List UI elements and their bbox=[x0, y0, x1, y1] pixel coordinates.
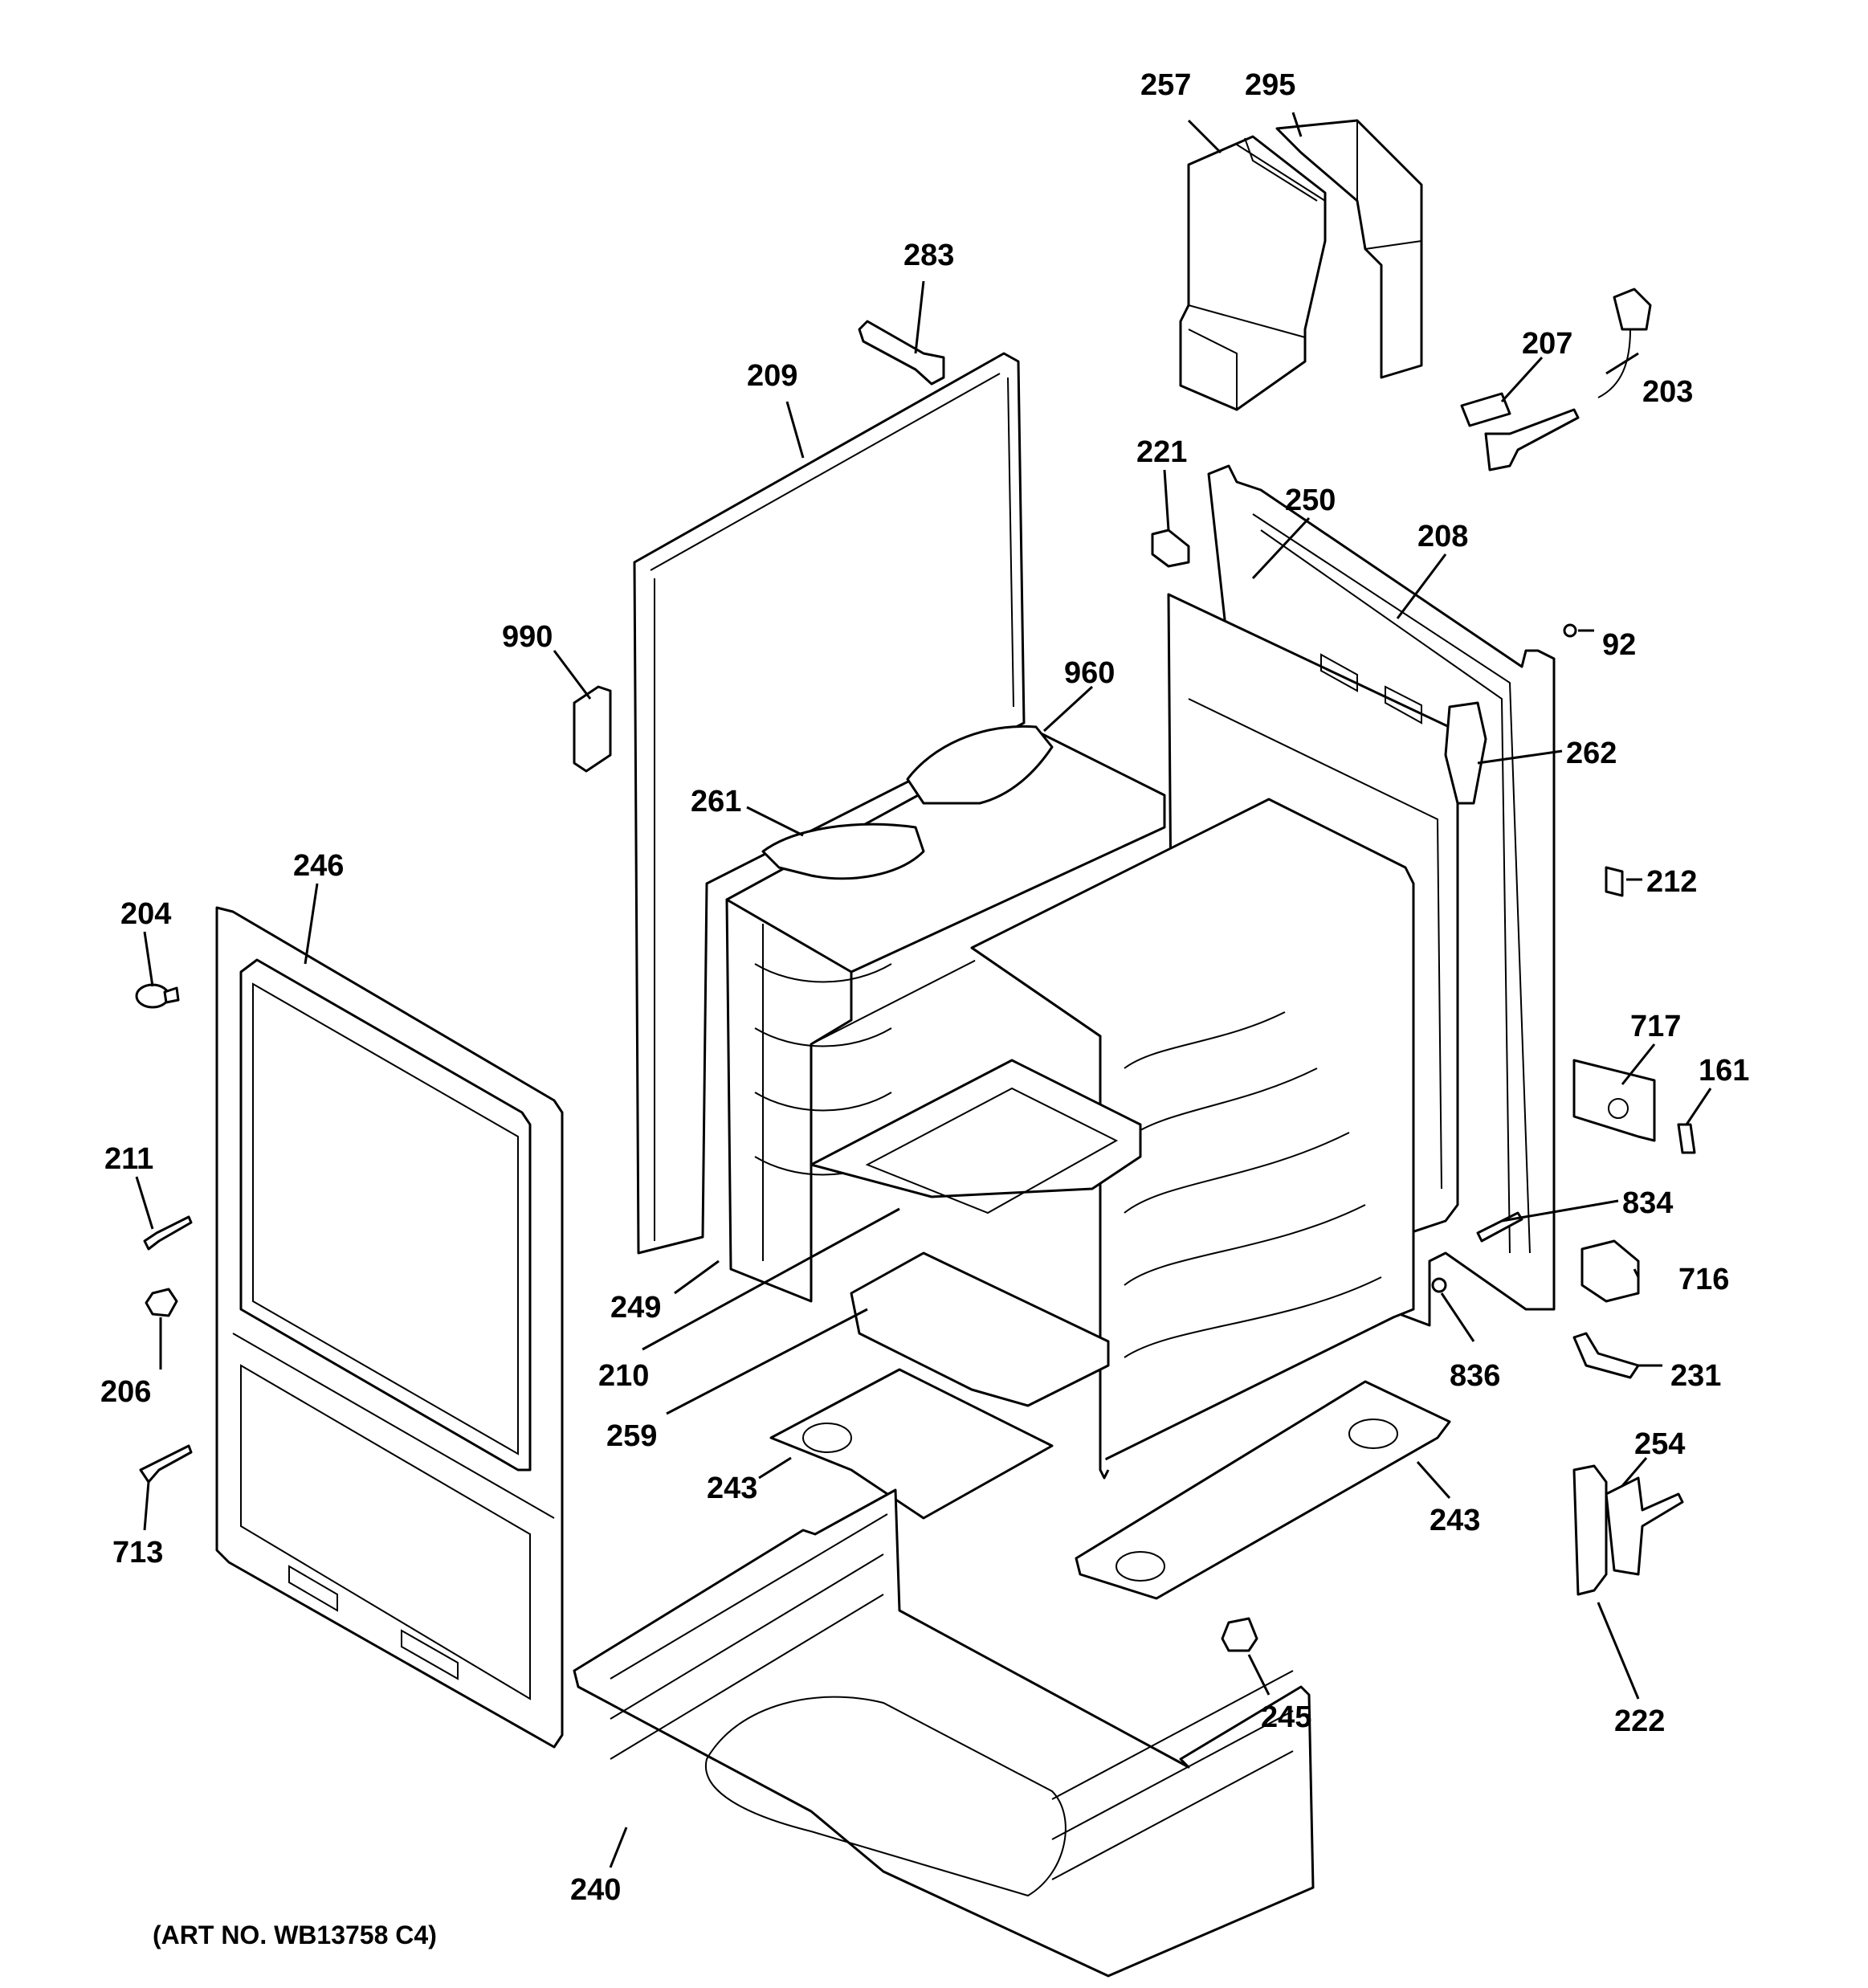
callout-207: 207 bbox=[1522, 327, 1572, 361]
part-210-oven-cavity bbox=[810, 798, 1415, 1480]
callout-250: 250 bbox=[1285, 484, 1336, 517]
callout-231: 231 bbox=[1670, 1359, 1721, 1393]
part-204-rivet bbox=[135, 983, 180, 1009]
callout-259: 259 bbox=[606, 1419, 657, 1453]
callout-245: 245 bbox=[1261, 1700, 1311, 1734]
callout-836: 836 bbox=[1450, 1359, 1500, 1393]
callout-283: 283 bbox=[903, 239, 954, 272]
part-262-insulation-pad bbox=[1444, 701, 1487, 805]
part-243-left-pan bbox=[769, 1368, 1054, 1520]
part-240-broiler-body bbox=[573, 1488, 1315, 1978]
part-259-burner-tray bbox=[850, 1251, 1110, 1407]
part-212-grommet bbox=[1605, 866, 1624, 897]
part-221-clip bbox=[1151, 529, 1190, 568]
callout-240: 240 bbox=[570, 1873, 621, 1907]
part-261-insulation bbox=[761, 823, 925, 880]
callout-243-left: 243 bbox=[707, 1472, 757, 1505]
leader-lines bbox=[135, 112, 1712, 1868]
callout-209: 209 bbox=[747, 359, 797, 393]
callout-716: 716 bbox=[1678, 1263, 1729, 1296]
part-990-bracket bbox=[573, 685, 612, 773]
callout-254: 254 bbox=[1634, 1427, 1685, 1461]
part-246-front-frame bbox=[215, 906, 564, 1749]
callout-713: 713 bbox=[112, 1536, 163, 1570]
callout-210: 210 bbox=[598, 1359, 649, 1393]
part-716-bracket bbox=[1580, 1239, 1640, 1303]
callout-211: 211 bbox=[104, 1142, 153, 1176]
callout-92: 92 bbox=[1602, 628, 1636, 662]
part-283-sensor bbox=[858, 320, 945, 386]
callout-262: 262 bbox=[1566, 737, 1617, 770]
callout-990: 990 bbox=[502, 620, 553, 654]
part-836-grommet bbox=[1431, 1277, 1447, 1293]
callout-960: 960 bbox=[1064, 656, 1115, 690]
part-207-clip bbox=[1460, 392, 1580, 471]
callout-261: 261 bbox=[691, 785, 741, 818]
callout-161: 161 bbox=[1699, 1054, 1749, 1088]
part-161-clip bbox=[1677, 1123, 1696, 1154]
part-92-screw bbox=[1563, 623, 1577, 638]
part-211-screw bbox=[143, 1215, 193, 1251]
callout-222: 222 bbox=[1614, 1704, 1665, 1738]
callout-834: 834 bbox=[1622, 1186, 1673, 1220]
callout-717: 717 bbox=[1630, 1010, 1681, 1043]
part-209-back-panel bbox=[633, 352, 1026, 1255]
part-upper-cavity bbox=[725, 729, 1166, 1303]
part-295-flue-box bbox=[1275, 119, 1423, 379]
callout-208: 208 bbox=[1417, 520, 1468, 553]
part-245-leveling-leg bbox=[1221, 1617, 1258, 1652]
part-257-flue-baffle bbox=[1179, 135, 1327, 411]
callout-257: 257 bbox=[1140, 68, 1191, 102]
part-203-wire-connector bbox=[1597, 288, 1652, 398]
callout-labels: 257 295 283 209 207 203 221 250 208 92 9… bbox=[100, 68, 1749, 1907]
part-231-clip bbox=[1572, 1332, 1640, 1379]
callout-203: 203 bbox=[1642, 375, 1693, 409]
callout-221: 221 bbox=[1136, 435, 1187, 469]
callout-206: 206 bbox=[100, 1375, 151, 1409]
callout-212: 212 bbox=[1646, 865, 1697, 899]
part-254-222-hinge bbox=[1572, 1464, 1684, 1596]
callout-246: 246 bbox=[293, 849, 344, 883]
callout-295: 295 bbox=[1245, 68, 1295, 102]
part-960-insulation bbox=[906, 725, 1054, 805]
part-243-right-pan bbox=[1075, 1380, 1451, 1600]
part-206-nut bbox=[145, 1288, 178, 1317]
callout-243-right: 243 bbox=[1430, 1504, 1480, 1537]
callout-204: 204 bbox=[120, 897, 171, 931]
callout-249: 249 bbox=[610, 1291, 661, 1325]
part-713-screw bbox=[139, 1444, 193, 1484]
art-number: (ART NO. WB13758 C4) bbox=[153, 1921, 437, 1949]
part-717-bracket bbox=[1572, 1059, 1656, 1142]
